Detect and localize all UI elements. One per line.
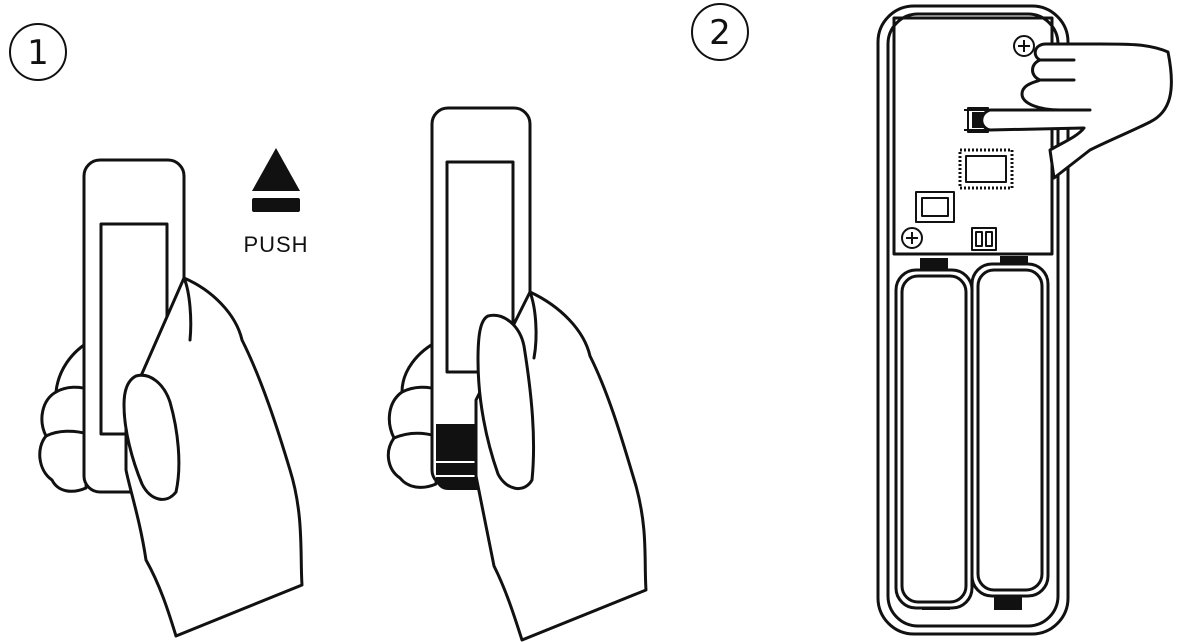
step-2-number: 2 — [709, 13, 731, 53]
step-1-number: 1 — [27, 33, 49, 73]
chip — [960, 150, 1012, 188]
step-2-marker: 2 — [692, 4, 748, 60]
eject-bar-icon — [252, 198, 300, 212]
push-indicator: PUSH — [243, 148, 308, 257]
battery-right — [972, 264, 1048, 596]
push-label: PUSH — [243, 232, 308, 257]
battery-left — [896, 270, 972, 608]
eject-arrow-icon — [252, 148, 300, 191]
remote-open-back-illustration — [878, 6, 1171, 634]
remote-sliding-illustration — [388, 108, 646, 640]
step-1-marker: 1 — [10, 24, 66, 80]
